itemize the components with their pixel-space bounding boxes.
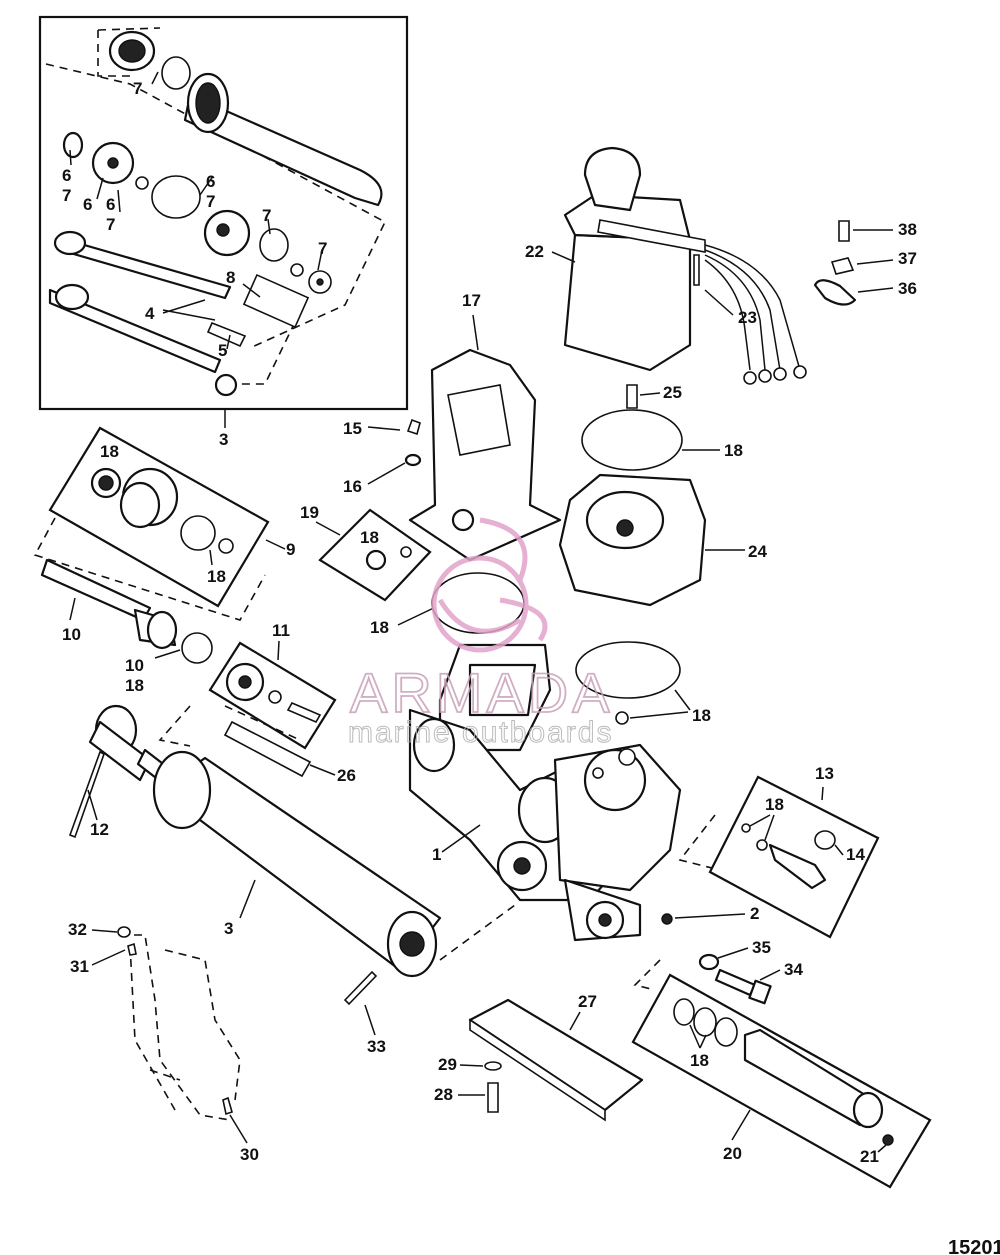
callout-3: 3 (219, 430, 228, 449)
callout-7: 7 (62, 186, 71, 205)
callout-19: 19 (300, 503, 319, 522)
callout-29: 29 (438, 1055, 457, 1074)
callout-22: 22 (525, 242, 544, 261)
watermark: ARMADA marine outboards (348, 517, 614, 750)
callout-21: 21 (860, 1147, 879, 1166)
callout-11: 11 (272, 621, 290, 640)
callout-18: 18 (360, 528, 379, 547)
watermark-tagline: marine outboards (348, 716, 613, 749)
callout-2: 2 (750, 904, 759, 923)
callout-30: 30 (240, 1145, 259, 1164)
armada-logo (431, 517, 548, 653)
callout-36: 36 (898, 279, 917, 298)
callout-3: 3 (224, 919, 233, 938)
callout-37: 37 (898, 249, 917, 268)
pump-body: 1 (408, 643, 682, 942)
callout-7: 7 (206, 192, 215, 211)
callout-26: 26 (337, 766, 356, 785)
callout-18: 18 (690, 1051, 709, 1070)
callout-18: 18 (692, 706, 711, 725)
callout-9: 9 (286, 540, 295, 559)
trim-cylinder: 12 26 3 33 (68, 704, 516, 1056)
callout-38: 38 (898, 220, 917, 239)
housing-group: 18 24 18 (558, 409, 767, 725)
callout-17: 17 (462, 291, 481, 310)
callout-18: 18 (100, 442, 119, 461)
callout-10: 10 (125, 656, 144, 675)
callout-8: 8 (226, 268, 235, 287)
callout-10: 10 (62, 625, 81, 644)
shaft-group: 10 10 18 (33, 517, 266, 695)
callout-18: 18 (207, 567, 226, 586)
callout-27: 27 (578, 992, 597, 1011)
callout-35: 35 (752, 938, 771, 957)
callout-6: 6 (62, 166, 71, 185)
callout-6: 6 (206, 172, 215, 191)
callout-18: 18 (370, 618, 389, 637)
callout-33: 33 (367, 1037, 386, 1056)
callout-7: 7 (106, 215, 115, 234)
callout-7: 7 (318, 239, 327, 258)
callout-4: 4 (145, 304, 155, 323)
callout-16: 16 (343, 477, 362, 496)
seal-kit-group: 18 18 9 (48, 426, 295, 608)
callout-13: 13 (815, 764, 834, 783)
fastener-group: 2 35 34 (661, 904, 803, 1005)
valve-assembly-group: 13 18 14 (678, 764, 880, 939)
callout-6: 6 (106, 195, 115, 214)
watermark-brand: ARMADA (350, 661, 614, 724)
manual-release-group: 18 20 21 (631, 959, 932, 1189)
callout-12: 12 (90, 820, 109, 839)
bracket-group: 32 31 30 (68, 920, 259, 1164)
callout-23: 23 (738, 308, 757, 327)
callout-7: 7 (133, 79, 142, 98)
callout-34: 34 (784, 960, 803, 979)
callout-18: 18 (765, 795, 784, 814)
cylinder-components-group: 7 6 7 6 6 7 6 7 7 7 8 4 5 3 (38, 15, 409, 449)
callout-31: 31 (70, 957, 89, 976)
callout-24: 24 (748, 542, 767, 561)
callout-18: 18 (125, 676, 144, 695)
callout-14: 14 (846, 845, 865, 864)
callout-6: 6 (83, 195, 92, 214)
callout-28: 28 (434, 1085, 453, 1104)
callout-18: 18 (724, 441, 743, 460)
clamp-hardware-group: 38 37 36 (813, 220, 917, 306)
callout-32: 32 (68, 920, 87, 939)
motor-group: 22 23 25 (525, 146, 807, 409)
callout-1: 1 (432, 845, 441, 864)
figure-number: 15201 (948, 1237, 1000, 1255)
callout-25: 25 (663, 383, 682, 402)
spacer-group: 27 29 28 (434, 992, 644, 1122)
callout-7: 7 (262, 206, 271, 225)
callout-20: 20 (723, 1144, 742, 1163)
callout-5: 5 (218, 341, 227, 360)
valve-kit-group: 11 (208, 621, 337, 750)
reservoir-group: 17 15 16 19 18 18 (300, 291, 562, 637)
callout-15: 15 (343, 419, 362, 438)
